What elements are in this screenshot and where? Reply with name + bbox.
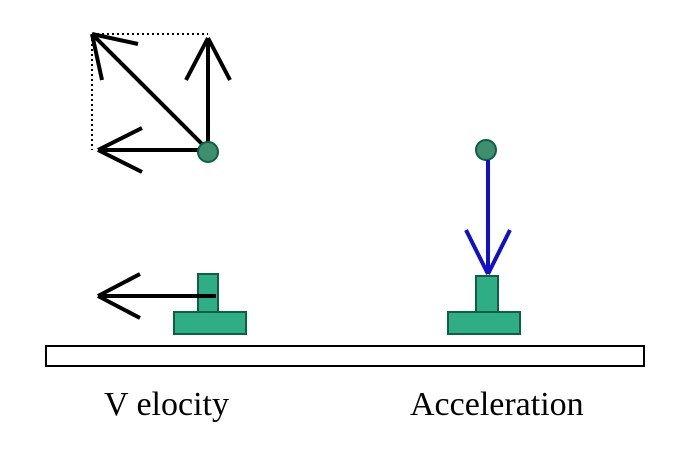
horizontal-component-arrow (97, 126, 208, 174)
track (45, 345, 645, 367)
velocity-label: V elocity (104, 386, 229, 423)
cart-icon (173, 273, 247, 335)
velocity-arrow (97, 272, 216, 320)
vector-decomposition (90, 32, 232, 174)
vertical-component-arrow (184, 37, 232, 150)
acceleration-demo (464, 139, 512, 275)
diagonal-resultant-arrow (90, 32, 210, 152)
ball-icon (475, 139, 497, 161)
acceleration-label: Acceleration (410, 386, 584, 423)
cart-icon (447, 275, 521, 335)
velocity-demo (97, 272, 247, 335)
acceleration-arrow (464, 160, 512, 275)
dotted-parallelogram (91, 33, 208, 150)
ball-icon (197, 141, 219, 163)
